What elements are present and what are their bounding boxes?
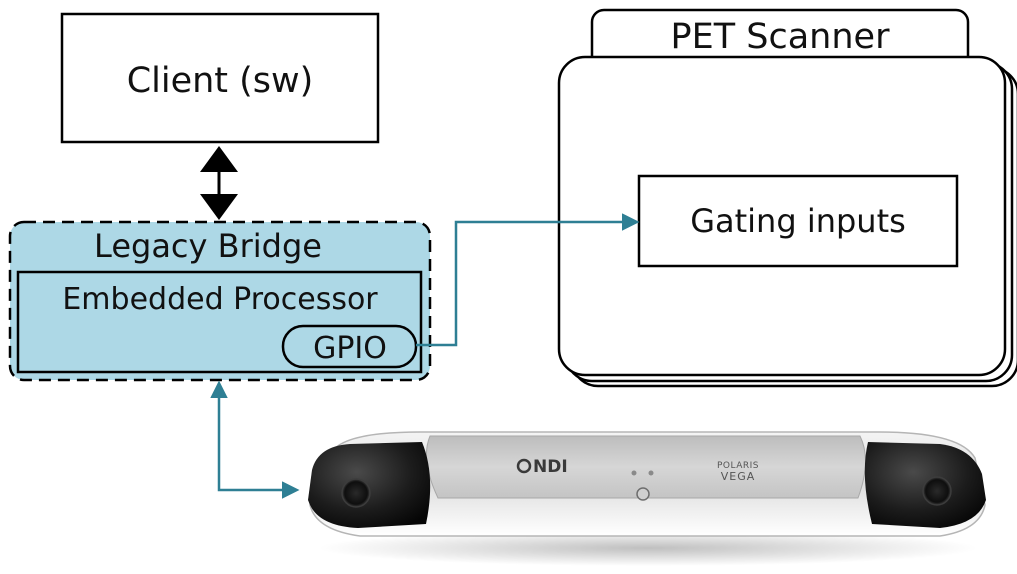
client-bridge-arrow bbox=[200, 146, 238, 220]
right-lens-icon bbox=[922, 476, 952, 506]
left-lens-icon bbox=[341, 478, 371, 508]
pet-scanner-node: PET Scanner bbox=[557, 8, 1017, 388]
status-led-icon bbox=[648, 470, 654, 476]
client-node: Client (sw) bbox=[60, 12, 380, 144]
status-led-icon bbox=[631, 470, 637, 476]
client-label: Client (sw) bbox=[127, 61, 314, 101]
legacy-bridge-title: Legacy Bridge bbox=[94, 227, 322, 265]
tracker-model-line1: POLARIS bbox=[717, 461, 759, 471]
embedded-processor-node: Embedded Processor bbox=[16, 270, 423, 374]
tracker-brand: NDI bbox=[533, 457, 568, 477]
ndi-logo-icon bbox=[516, 458, 532, 474]
optical-tracker-device: NDI POLARIS VEGA bbox=[308, 431, 986, 566]
gating-inputs-label: Gating inputs bbox=[690, 202, 906, 240]
bridge-tracker-connector bbox=[210, 380, 300, 499]
gpio-gating-connector bbox=[416, 213, 640, 347]
power-button-icon bbox=[636, 487, 650, 501]
gpio-label: GPIO bbox=[313, 331, 387, 366]
embedded-processor-label: Embedded Processor bbox=[62, 282, 378, 317]
gating-inputs-node: Gating inputs bbox=[637, 174, 959, 268]
pet-scanner-title: PET Scanner bbox=[671, 17, 891, 57]
tracker-model-line2: VEGA bbox=[721, 470, 756, 483]
gpio-node: GPIO bbox=[281, 324, 418, 369]
